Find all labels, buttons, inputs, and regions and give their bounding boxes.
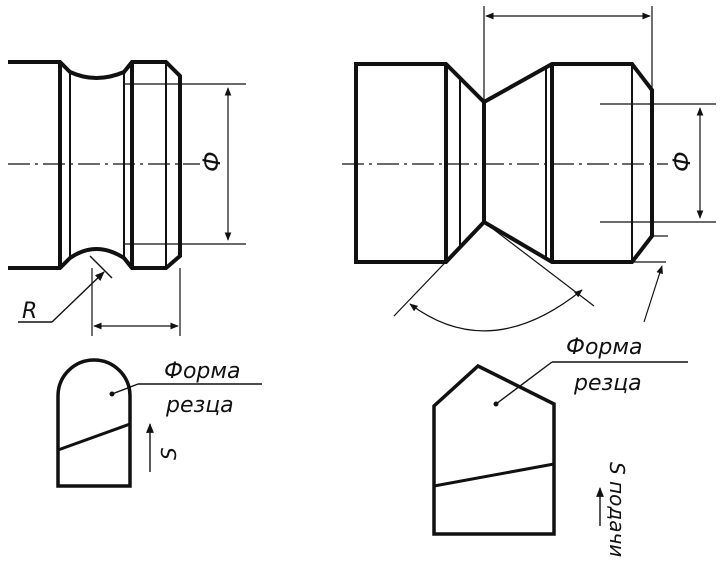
radius-leader — [51, 271, 105, 323]
left-diameter-label: Ф — [198, 151, 226, 172]
right-chamfer-dimension — [643, 265, 663, 323]
right-part-drawing — [342, 6, 716, 332]
left-tool-form — [56, 358, 262, 488]
left-tool-form-label-2: резца — [165, 393, 234, 418]
radius-label: R — [22, 299, 37, 324]
left-tool-leader — [111, 383, 139, 395]
right-shaft-outline — [354, 62, 654, 264]
left-tool-cut-line — [57, 422, 131, 452]
left-shaft-outline — [8, 60, 182, 270]
right-tool-form-label-2: резца — [573, 371, 642, 396]
right-tool-leader — [495, 361, 553, 405]
right-feed-label: S подачи — [605, 462, 629, 557]
right-tool-form — [432, 361, 688, 536]
left-feed-label: S — [157, 447, 181, 460]
left-part-drawing — [8, 60, 246, 336]
right-angle-dimension — [409, 289, 583, 332]
right-diameter-label: Ф — [668, 151, 696, 172]
right-tool-outline — [432, 363, 556, 536]
left-tool-form-label-1: Форма — [164, 359, 240, 384]
right-tool-cut-line — [433, 462, 555, 488]
right-tool-form-label-1: Форма — [566, 335, 642, 360]
left-tool-outline — [56, 358, 132, 488]
